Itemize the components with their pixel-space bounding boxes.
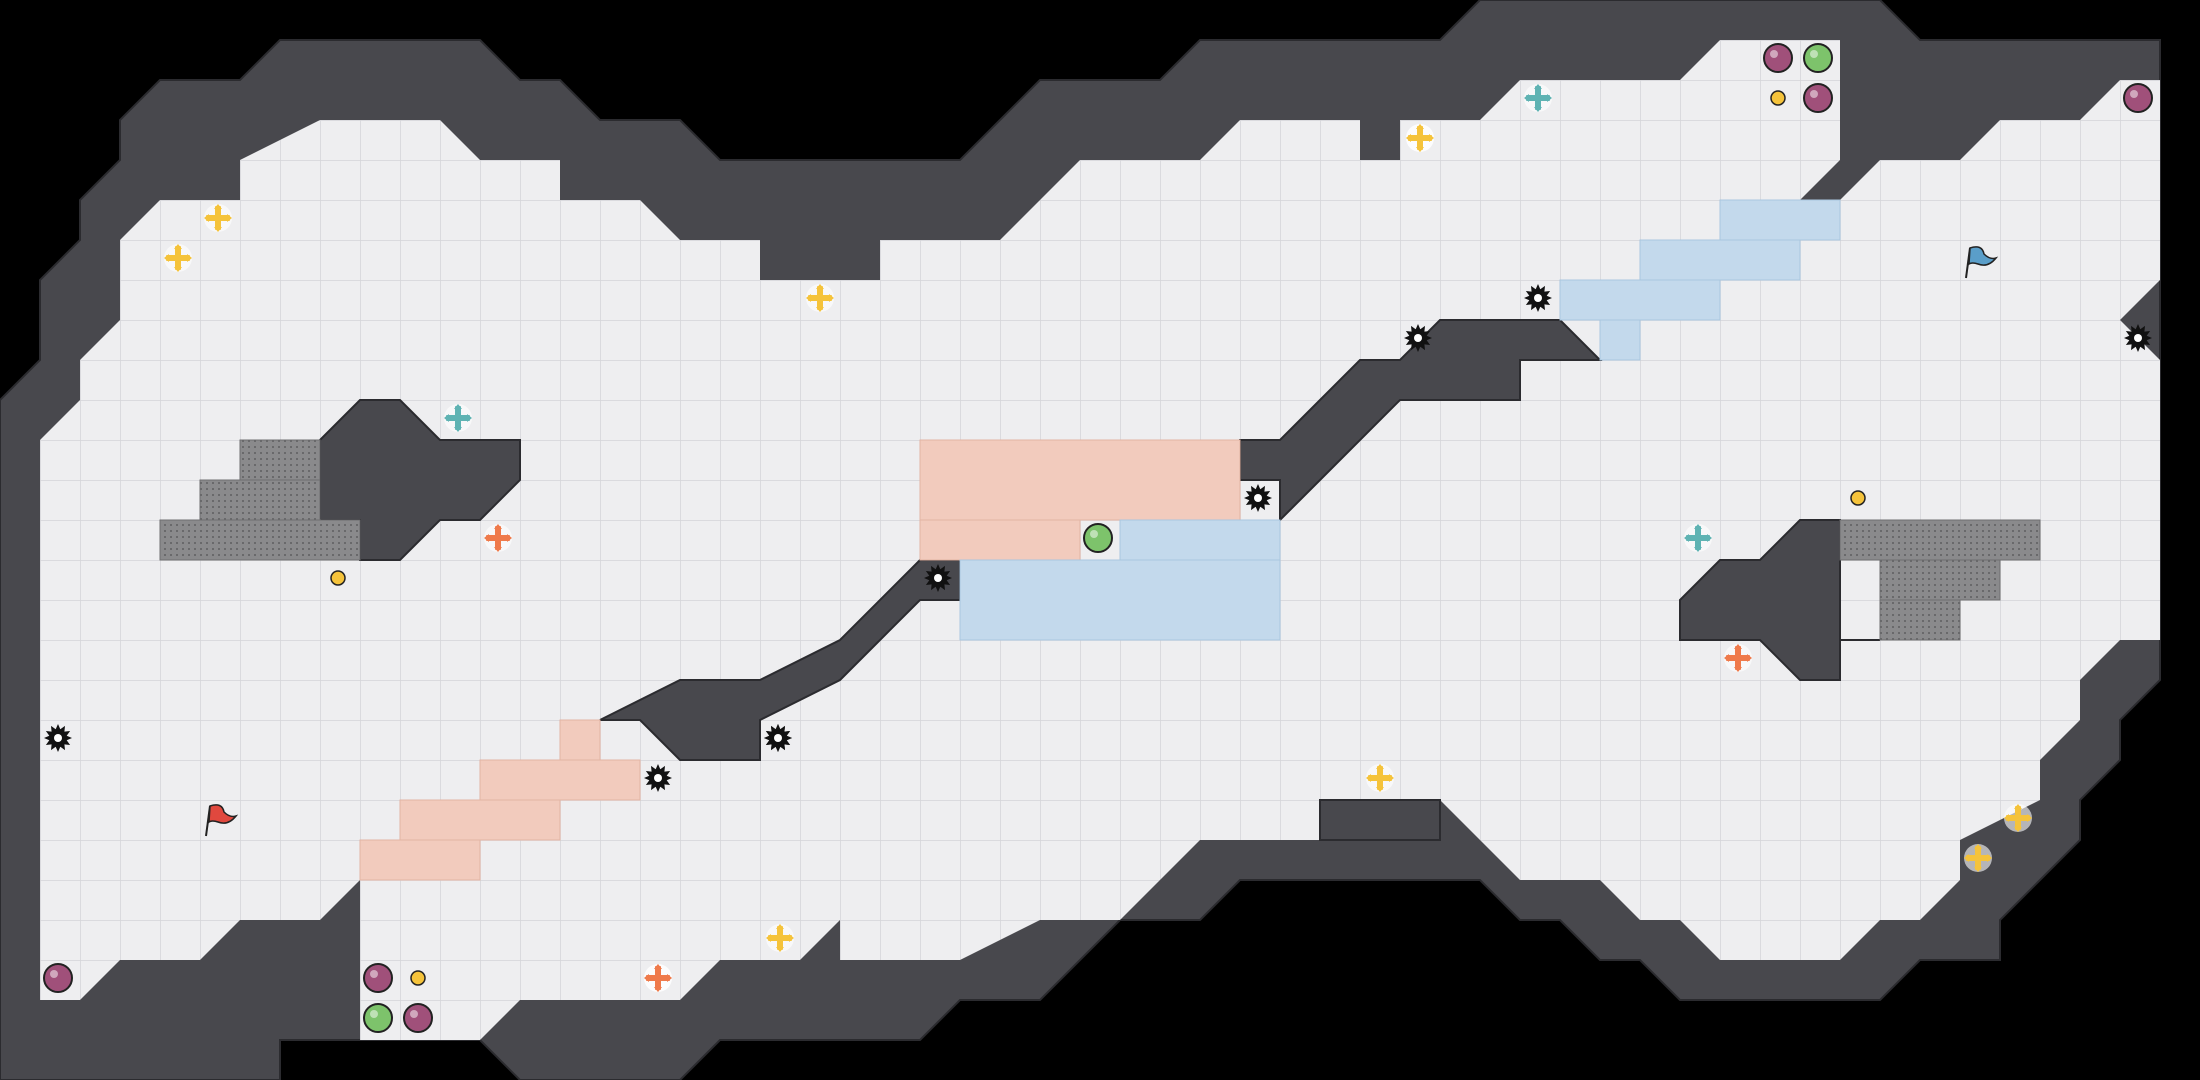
coin-icon[interactable] [1850,490,1866,506]
orb-green-icon[interactable] [363,1003,393,1033]
orb-purple-icon[interactable] [363,963,393,993]
wall-right-island [1679,519,1880,681]
spike-mine-icon [924,564,952,592]
plus-teal-icon[interactable] [444,404,472,432]
spike-mine-icon [44,724,72,752]
spike-mine-icon [1244,484,1272,512]
orb-green-icon[interactable] [1083,523,1113,553]
orb-purple-icon[interactable] [403,1003,433,1033]
plus-orange-icon[interactable] [484,524,512,552]
flag-blue-icon[interactable] [1965,246,1999,279]
coin-icon[interactable] [330,570,346,586]
plus-yellow-icon[interactable] [806,284,834,312]
plus-yellow-icon[interactable] [766,924,794,952]
orb-green-icon[interactable] [1803,43,1833,73]
flag-red-icon[interactable] [205,804,239,837]
plus-yellow-icon[interactable] [1366,764,1394,792]
zone-orange-center [919,439,1241,561]
orb-purple-icon[interactable] [1763,43,1793,73]
spike-mine-icon [764,724,792,752]
wall-center-ramp [599,559,961,761]
plus-yellow-icon[interactable] [1406,124,1434,152]
metal-blocks-left [159,439,361,561]
spike-mine-icon [1524,284,1552,312]
plus-orange-icon[interactable] [644,964,672,992]
spike-mine-icon [644,764,672,792]
wall-bottom-block [1319,799,1441,841]
plus-orange-icon[interactable] [1724,644,1752,672]
plus-teal-icon[interactable] [1524,84,1552,112]
zone-blue-upper-right [1559,199,1841,361]
zone-blue-center [959,519,1281,641]
entities-layer [43,43,2153,1033]
orb-purple-icon[interactable] [43,963,73,993]
plus-yellow-icon[interactable] [1964,844,1992,872]
coin-icon[interactable] [410,970,426,986]
wall-upper-ramp [1239,319,1603,523]
plus-yellow-icon[interactable] [204,204,232,232]
plus-yellow-icon[interactable] [2004,804,2032,832]
coin-icon[interactable] [1770,90,1786,106]
spike-mine-icon [1404,324,1432,352]
zone-orange-lower-left [359,719,641,881]
plus-yellow-icon[interactable] [164,244,192,272]
metal-blocks-right [1839,519,2041,641]
spike-mine-icon [2124,324,2152,352]
orb-purple-icon[interactable] [2123,83,2153,113]
plus-teal-icon[interactable] [1684,524,1712,552]
orb-purple-icon[interactable] [1803,83,1833,113]
inner-walls [319,319,1880,841]
